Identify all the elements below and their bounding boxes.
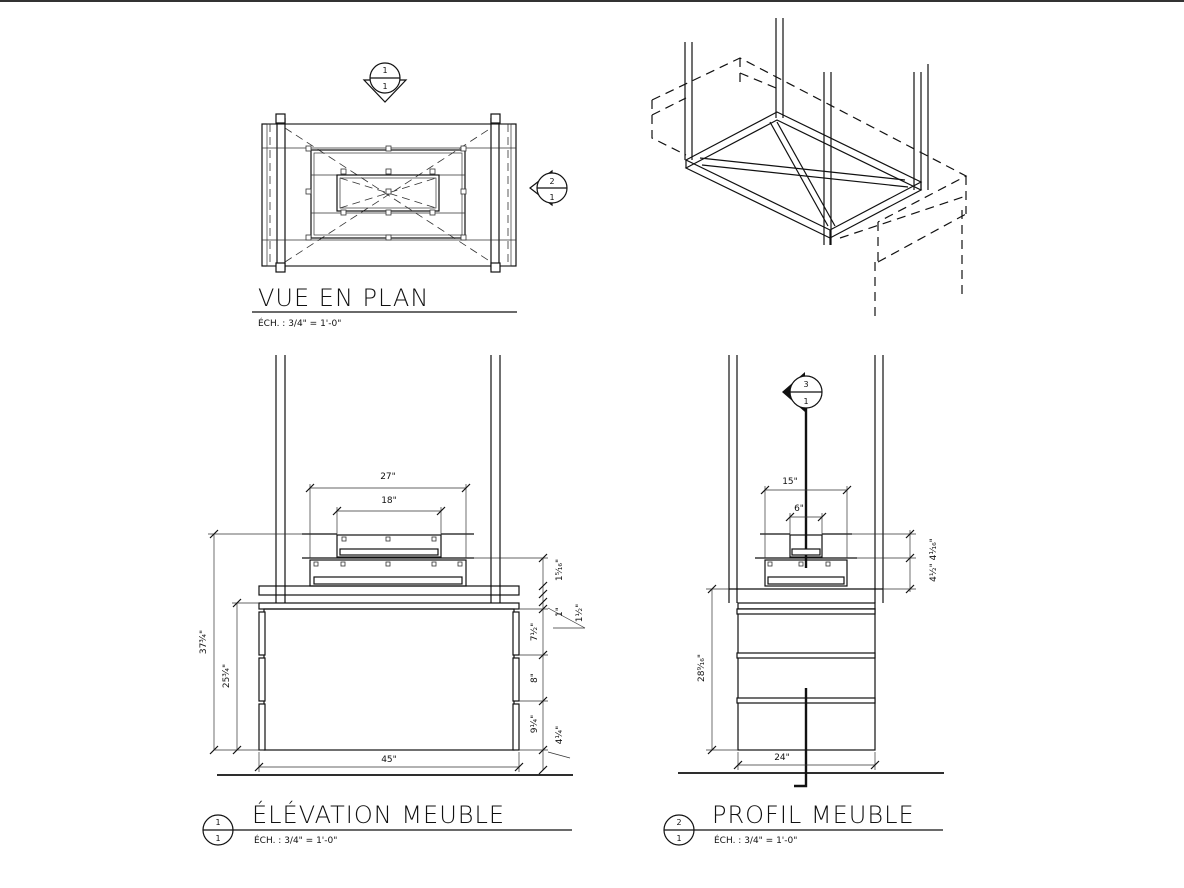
svg-text:18": 18" — [381, 496, 397, 506]
svg-text:1: 1 — [382, 66, 387, 75]
plan-view: 1 1 2 1 VUE EN PLAN ÉCH. : 3/4" = 1'-0" — [252, 62, 568, 329]
plan-scale: ÉCH. : 3/4" = 1'-0" — [258, 317, 341, 329]
svg-text:1: 1 — [676, 834, 681, 843]
section-marker-plan-top: 1 1 — [362, 62, 408, 103]
svg-text:28⁹⁄₁₆": 28⁹⁄₁₆" — [697, 654, 707, 682]
svg-text:45": 45" — [381, 755, 397, 765]
svg-text:4¼": 4¼" — [555, 726, 565, 745]
svg-text:24": 24" — [774, 753, 790, 763]
svg-text:1: 1 — [215, 818, 220, 827]
elevation-bubble: 1 1 — [202, 814, 234, 846]
svg-text:15": 15" — [782, 477, 798, 487]
svg-text:9¼": 9¼" — [530, 715, 540, 734]
profile-scale: ÉCH. : 3/4" = 1'-0" — [714, 834, 797, 846]
svg-text:27": 27" — [380, 472, 396, 482]
svg-text:2: 2 — [549, 177, 554, 186]
section-marker-profile: 3 1 — [782, 372, 823, 568]
svg-text:1: 1 — [215, 834, 220, 843]
svg-text:8": 8" — [530, 673, 540, 683]
svg-text:1: 1 — [803, 397, 808, 406]
svg-text:4½" 4¹⁄₁₆": 4½" 4¹⁄₁₆" — [929, 538, 939, 582]
isometric-view — [651, 18, 968, 320]
profile-title: PROFIL MEUBLE — [712, 801, 915, 829]
svg-text:3: 3 — [803, 380, 808, 389]
profile-view: 3 1 15" — [663, 355, 944, 846]
svg-text:1⁵⁄₁₆": 1⁵⁄₁₆" — [555, 559, 565, 581]
svg-text:7½": 7½" — [530, 623, 540, 642]
section-marker-plan-right: 2 1 — [529, 169, 568, 207]
svg-text:1: 1 — [549, 193, 554, 202]
profile-bubble: 2 1 — [663, 814, 695, 846]
svg-text:25¾": 25¾" — [222, 664, 232, 688]
svg-text:1": 1" — [555, 607, 565, 617]
svg-text:2: 2 — [676, 818, 681, 827]
svg-text:1½": 1½" — [575, 604, 585, 623]
plan-title: VUE EN PLAN — [258, 284, 429, 312]
elevation-scale: ÉCH. : 3/4" = 1'-0" — [254, 834, 337, 846]
svg-text:1: 1 — [382, 82, 387, 91]
svg-text:6": 6" — [794, 504, 804, 514]
elevation-view: 27" 18" 45" 37¾" 25¾" — [199, 355, 586, 846]
svg-text:37¾": 37¾" — [199, 630, 209, 654]
elevation-title: ÉLÉVATION MEUBLE — [252, 800, 505, 829]
